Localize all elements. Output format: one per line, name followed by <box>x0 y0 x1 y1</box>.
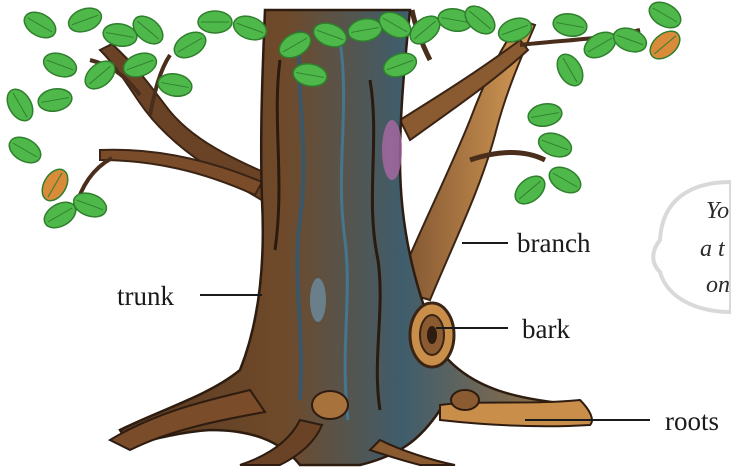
trunk-label: trunk <box>117 283 174 310</box>
leaf <box>645 0 685 33</box>
bark-label: bark <box>522 316 570 343</box>
roots-label: roots <box>665 408 719 435</box>
callout-line-1: Yo <box>706 194 729 228</box>
callout-line-2: a t <box>700 232 725 266</box>
bark-knot <box>410 303 454 367</box>
branch-label: branch <box>517 230 590 257</box>
callout-line-3: on <box>706 268 730 302</box>
